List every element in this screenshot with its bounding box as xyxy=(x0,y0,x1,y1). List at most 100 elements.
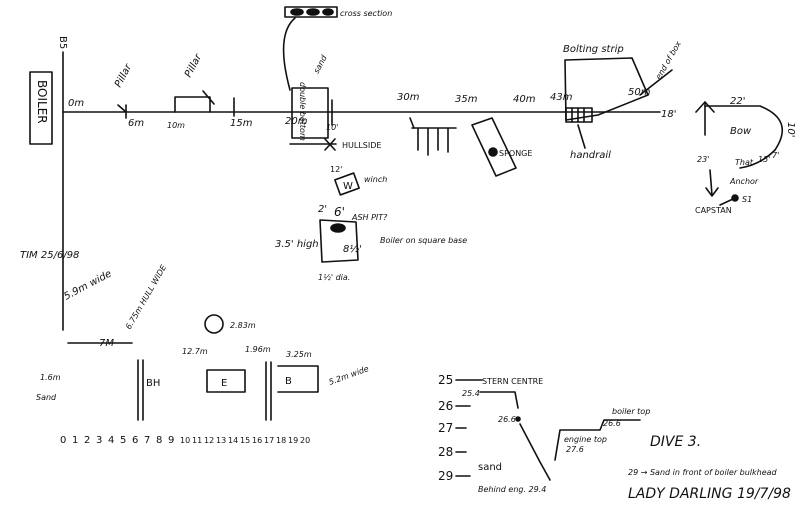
bow-7-label: 7' xyxy=(772,151,779,160)
dist-43: 43m xyxy=(550,92,573,103)
cross-section-box xyxy=(284,6,338,18)
bow-15-label: 15' xyxy=(758,155,770,164)
svg-text:3: 3 xyxy=(96,435,102,446)
width-12-7-label: 12.7m xyxy=(182,347,208,356)
wide-5-2-label: 5.2m wide xyxy=(328,364,370,387)
bh-label: BH xyxy=(146,378,160,389)
sand-depth-label: sand xyxy=(478,462,502,473)
pillar-2-mark xyxy=(174,90,215,113)
boiler-detail-box xyxy=(319,219,359,263)
depth-axis: 25 26 27 28 29 xyxy=(438,373,453,483)
sand-v-label: Sand xyxy=(36,393,57,402)
b5-label: B5 xyxy=(57,36,68,49)
capstan-label: CAPSTAN xyxy=(695,206,732,215)
bow-label: Bow xyxy=(730,126,752,137)
boiler-square-label: Boiler on square base xyxy=(380,236,467,245)
one-six-label: 1.6m xyxy=(40,373,61,382)
dist-6: 6m xyxy=(128,118,144,129)
dist-0: 0m xyxy=(68,98,84,109)
svg-text:25: 25 xyxy=(438,373,453,387)
dive-label: DIVE 3. xyxy=(650,434,701,450)
engine-27-6-label: 27.6 xyxy=(566,445,584,454)
svg-text:29: 29 xyxy=(438,469,453,483)
behind-engine-label: Behind eng. 29.4 xyxy=(478,485,546,494)
sand-note: 29 → Sand in front of boiler bulkhead xyxy=(628,468,778,477)
bow-22-label: 22' xyxy=(730,96,745,107)
svg-text:10: 10 xyxy=(180,436,190,445)
circle-2-83-label: 2.83m xyxy=(230,321,256,330)
bow-10-label: 10' xyxy=(785,122,796,137)
boiler-top-label: boiler top xyxy=(612,407,650,416)
dist-20: 20m xyxy=(285,116,308,127)
stern-centre-label: STERN CENTRE xyxy=(482,377,543,386)
svg-text:7: 7 xyxy=(144,435,150,446)
svg-text:20: 20 xyxy=(300,436,310,445)
cross-section-label: cross section xyxy=(340,9,392,18)
boiler-b-label: B xyxy=(285,376,292,387)
tim-date: TIM 25/6/98 xyxy=(20,250,79,261)
svg-text:15: 15 xyxy=(240,436,250,445)
boiler-box xyxy=(29,71,53,145)
svg-text:13: 13 xyxy=(216,436,226,445)
svg-text:9: 9 xyxy=(168,435,174,446)
twelve-ft-label: 12' xyxy=(330,165,342,174)
sponge-dot xyxy=(488,147,498,157)
dist-10: 10m xyxy=(167,121,185,130)
dist-40: 40m xyxy=(513,94,536,105)
svg-text:8: 8 xyxy=(156,435,162,446)
ten-ft-label: 10' xyxy=(326,123,338,132)
svg-text:26: 26 xyxy=(438,399,453,413)
anchor-label: Anchor xyxy=(729,177,759,186)
svg-text:27: 27 xyxy=(438,421,453,435)
hullside-label: HULLSIDE xyxy=(342,141,381,150)
cross-section-arrow xyxy=(282,17,296,91)
svg-text:0: 0 xyxy=(60,435,66,446)
wide-5-9-label: 5.9m wide xyxy=(62,268,113,302)
svg-text:4: 4 xyxy=(108,435,114,446)
s1-label: S1 xyxy=(742,195,752,204)
bolting-strip-label: Bolting strip xyxy=(563,44,624,55)
double-bottom-label: double bottom xyxy=(298,82,307,141)
svg-text:12: 12 xyxy=(204,436,214,445)
boiler-top-2-label: 2' xyxy=(318,204,327,215)
bow-18-label: 18' xyxy=(661,109,676,120)
winch-w: W xyxy=(343,181,353,192)
svg-text:16: 16 xyxy=(252,436,262,445)
boiler-label: BOILER xyxy=(35,80,49,124)
engine-box xyxy=(206,369,246,393)
boiler-high-label: 3.5' high xyxy=(275,239,319,250)
boiler-8-label: 8½' xyxy=(343,243,362,255)
capstan-dot xyxy=(731,194,739,202)
frames-grid xyxy=(411,127,457,156)
vessel-date: LADY DARLING 19/7/98 xyxy=(628,486,791,502)
scale-numbers: 0 1 2 3 4 5 6 7 8 9 10 11 12 13 14 15 16… xyxy=(60,435,310,446)
winch-box xyxy=(334,172,360,196)
svg-text:18: 18 xyxy=(276,436,286,445)
hull-wide-label: 6.75m HULL WIDE xyxy=(124,262,169,331)
svg-text:14: 14 xyxy=(228,436,238,445)
pillar-1-label: Pillar xyxy=(113,62,135,90)
boiler-26-6-label: 26.6 xyxy=(603,419,621,428)
handrail-label: handrail xyxy=(570,150,611,161)
engine-label: E xyxy=(221,378,227,389)
sponge-label: SPONGE xyxy=(499,149,532,158)
svg-text:5: 5 xyxy=(120,435,126,446)
svg-text:28: 28 xyxy=(438,445,453,459)
svg-text:19: 19 xyxy=(288,436,298,445)
dist-30: 30m xyxy=(397,92,420,103)
boiler-six-label: 6' xyxy=(334,205,345,219)
dist-50: 50m xyxy=(628,87,651,98)
svg-text:1: 1 xyxy=(72,435,78,446)
bow-that-label: That xyxy=(735,158,754,167)
winch-label: winch xyxy=(364,175,387,184)
stern-25-4-label: 25.4 xyxy=(462,389,480,398)
width-3-25-label: 3.25m xyxy=(286,350,312,359)
svg-text:6: 6 xyxy=(132,435,138,446)
sand-label-top: sand xyxy=(312,53,329,75)
ash-pit-label: ASH PIT? xyxy=(351,213,388,222)
svg-text:11: 11 xyxy=(192,436,202,445)
double-bottom-box xyxy=(291,87,329,139)
bow-23-label: 23' xyxy=(697,155,709,164)
